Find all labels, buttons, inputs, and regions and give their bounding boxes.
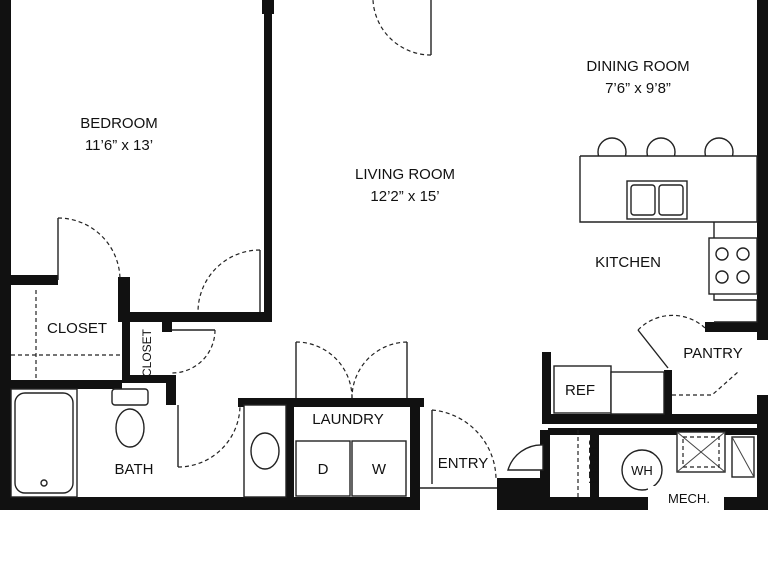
- door-living-top: [372, 0, 432, 56]
- washer-label: W: [372, 461, 387, 478]
- walls: [0, 0, 768, 510]
- dryer-label: D: [318, 461, 329, 478]
- vanity: [243, 404, 287, 498]
- stove: [708, 237, 758, 295]
- wall-bottom: [0, 497, 768, 510]
- closet-left-label: CLOSET: [47, 320, 107, 337]
- washer: [351, 440, 407, 497]
- wall-laundry-left: [286, 398, 294, 503]
- wall-vcloset-right: [162, 318, 172, 332]
- living-room-dims: 12’2” x 15’: [370, 188, 439, 205]
- labels: BEDROOM 11’6” x 13’ LIVING ROOM 12’2” x …: [47, 58, 743, 506]
- doors: [57, 0, 706, 484]
- entry-label: ENTRY: [438, 455, 489, 472]
- wall-laundry-right: [410, 398, 420, 503]
- dryer: [295, 440, 351, 497]
- living-room-label: LIVING ROOM: [355, 166, 455, 183]
- bedroom-dims: 11’6” x 13’: [85, 137, 153, 154]
- wall-laundry-top: [238, 398, 424, 407]
- bath-label: BATH: [115, 461, 154, 478]
- wall-bedroom-top-stub: [262, 0, 274, 14]
- dining-room-dims: 7’6” x 9’8”: [605, 80, 671, 97]
- door-laundry: [295, 341, 408, 399]
- mech-label: MECH.: [668, 491, 710, 506]
- wall-bath-top-right: [166, 375, 176, 405]
- wall-bedroom-right: [264, 0, 272, 322]
- fixtures: [10, 137, 758, 510]
- door-vertical-closet: [171, 329, 216, 374]
- wall-util-top: [548, 428, 758, 435]
- bathtub: [10, 388, 78, 498]
- wall-right-lower: [757, 395, 768, 510]
- hvac-unit: [676, 431, 755, 478]
- wall-bedroom-bottom-right: [130, 312, 272, 322]
- wall-vcloset-bottom: [122, 375, 174, 383]
- closet-vertical-label: CLOSET: [140, 328, 154, 377]
- refrigerator-label: REF: [565, 382, 595, 399]
- door-bedroom: [197, 249, 261, 313]
- door-pantry: [637, 314, 706, 369]
- door-entry: [431, 409, 497, 484]
- water-heater-label: WH: [631, 463, 653, 478]
- dining-room-label: DINING ROOM: [586, 58, 689, 75]
- door-bedroom-closet: [57, 217, 121, 281]
- entry-threshold: [420, 486, 497, 510]
- mech-opening: [648, 486, 724, 510]
- wall-closet-divider: [122, 310, 130, 382]
- wall-entry-right: [497, 478, 542, 500]
- door-bath: [177, 404, 241, 468]
- wall-util-left: [540, 430, 550, 508]
- wall-ref-left: [542, 352, 551, 417]
- closet-entry-label: CLOSET: [586, 438, 600, 487]
- wall-right: [757, 0, 768, 340]
- wall-bedroom-bottom-left: [0, 275, 58, 285]
- wall-pantry-top: [705, 322, 768, 332]
- kitchen-counter-lower: [610, 371, 665, 415]
- wall-left: [0, 0, 11, 510]
- kitchen-label: KITCHEN: [595, 254, 661, 271]
- toilet: [111, 388, 149, 448]
- laundry-label: LAUNDRY: [312, 411, 383, 428]
- door-entry-closet: [507, 444, 544, 471]
- water-heater: [621, 449, 663, 491]
- pantry-shelf: [672, 371, 739, 396]
- wall-closet-right: [590, 430, 599, 508]
- bedroom-label: BEDROOM: [80, 115, 158, 132]
- wall-ref-bottom: [542, 414, 768, 424]
- pantry-label: PANTRY: [683, 345, 742, 362]
- wall-ref-right: [664, 370, 672, 418]
- wall-bath-top: [0, 380, 122, 389]
